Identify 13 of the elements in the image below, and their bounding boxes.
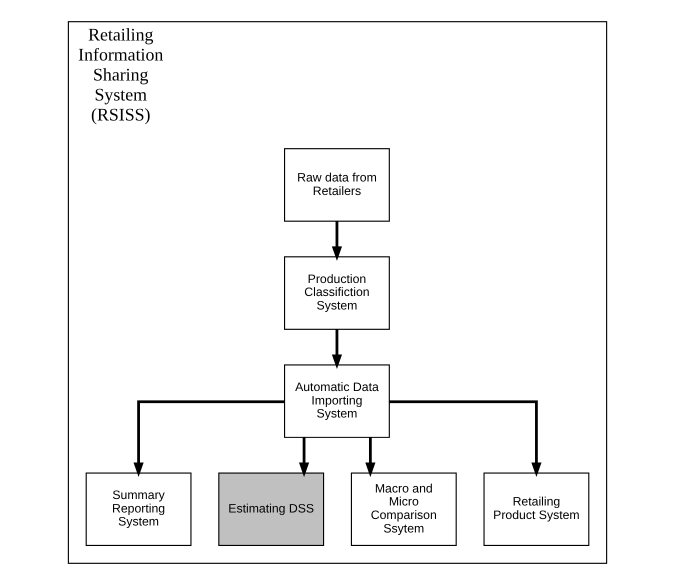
arrow [298, 437, 309, 478]
arrow [133, 400, 284, 478]
node-box: Production Classifiction System [284, 256, 390, 330]
node-box: Macro and Micro Comparison Ssytem [350, 472, 456, 546]
node-box: Summary Reporting System [85, 472, 192, 546]
node-box: Estimating DSS [218, 472, 324, 546]
arrow [364, 437, 375, 478]
node-box: Raw data from Retailers [284, 148, 390, 222]
arrow [331, 329, 342, 369]
node-box: Retailing Product System [482, 472, 589, 546]
arrow [388, 400, 541, 478]
arrow [331, 221, 342, 261]
node-box: Automatic Data Importing System [284, 364, 390, 438]
